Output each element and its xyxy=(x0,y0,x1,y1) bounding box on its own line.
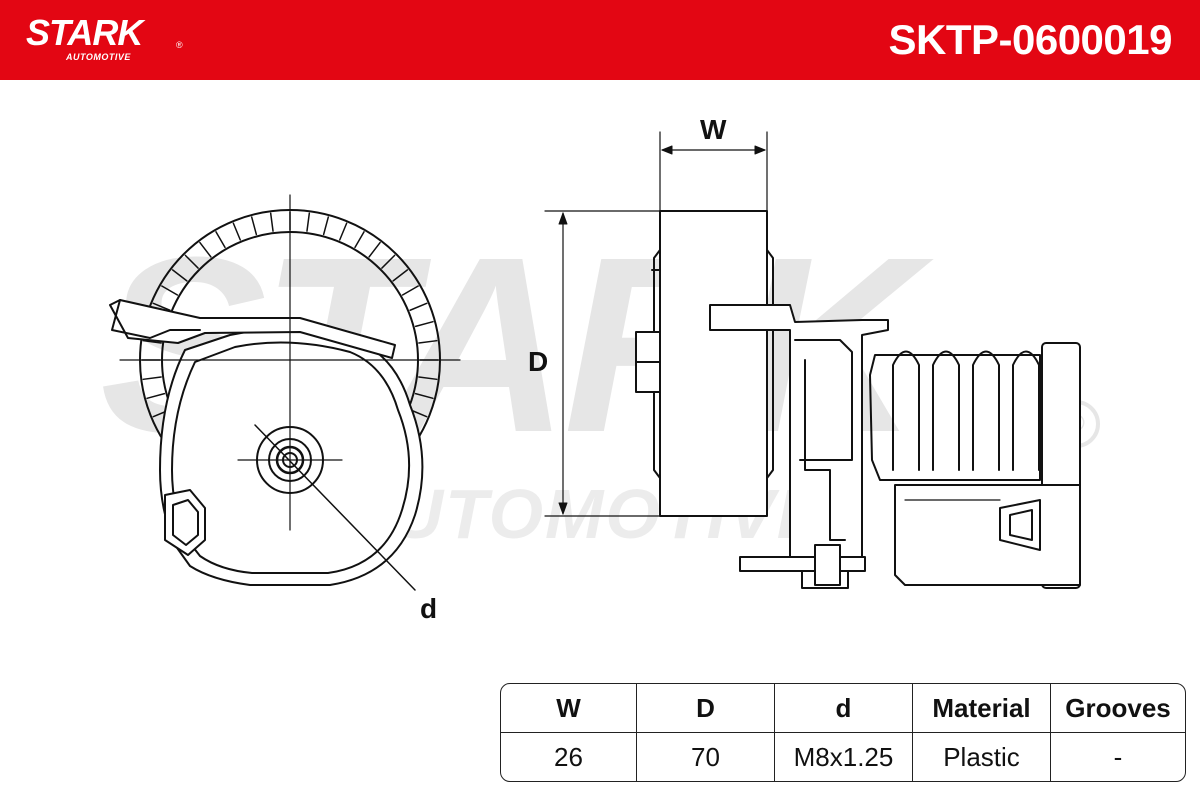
specs-header-row: W D d Material Grooves xyxy=(501,684,1185,733)
brand-logo: STARK ® AUTOMOTIVE xyxy=(26,12,183,63)
pulley-rib xyxy=(401,285,419,296)
pulley-rib xyxy=(414,392,434,400)
brand-registered-mark: ® xyxy=(176,40,183,50)
spring-housing xyxy=(869,354,1041,481)
pulley-rib xyxy=(306,212,311,232)
specs-value-cell: 26 xyxy=(501,733,637,781)
pulley-rib xyxy=(215,231,226,249)
spring-coil xyxy=(932,350,960,471)
pulley-rib xyxy=(354,231,365,249)
specs-table: W D d Material Grooves 26 70 M8x1.25 Pla… xyxy=(500,683,1186,782)
pulley-rib xyxy=(418,339,438,344)
bottom-clip xyxy=(814,544,841,586)
specs-header-cell: d xyxy=(775,684,913,733)
pulley-rib xyxy=(409,302,428,312)
pulley-rib xyxy=(171,269,188,282)
pulley-rib xyxy=(146,392,166,400)
specs-value-cell: Plastic xyxy=(913,733,1051,781)
bolt-dimension-label: d xyxy=(420,593,438,624)
pulley-rib xyxy=(142,339,162,344)
spring-coil xyxy=(892,350,920,471)
arm-web xyxy=(804,359,846,541)
mounting-bracket-inner xyxy=(172,499,199,546)
tensioner-technical-drawing xyxy=(109,131,1081,591)
d-arrow-top xyxy=(558,212,568,225)
pulley-rib xyxy=(232,222,242,241)
pulley-rib xyxy=(392,269,409,282)
specs-header-cell: Grooves xyxy=(1051,684,1185,733)
w-arrow-left xyxy=(661,145,673,155)
tensioner-lever-hook xyxy=(111,299,201,339)
pulley-rib xyxy=(381,254,396,269)
diameter-dimension-label: D xyxy=(528,346,549,377)
arm-detail xyxy=(794,339,853,461)
part-number: SKTP-0600019 xyxy=(888,16,1172,63)
pulley-rib xyxy=(161,285,179,296)
pulley-rib xyxy=(152,302,171,312)
damper-body xyxy=(894,484,1081,586)
specs-header-cell: W xyxy=(501,684,637,733)
pulley-rib xyxy=(368,241,381,258)
pulley-rib xyxy=(142,376,162,381)
damper-lug-inner xyxy=(1009,509,1033,541)
bottom-rod xyxy=(739,556,866,572)
w-arrow-right xyxy=(754,145,766,155)
width-dimension-label: W xyxy=(700,114,727,145)
tensioner-arm-inner xyxy=(171,341,411,574)
specs-header-cell: Material xyxy=(913,684,1051,733)
spring-coil xyxy=(972,350,1000,471)
pulley-rib xyxy=(338,222,348,241)
front-view xyxy=(109,194,461,591)
pulley-rib xyxy=(414,320,434,328)
pulley-profile xyxy=(659,210,768,517)
specs-value-cell: M8x1.25 xyxy=(775,733,913,781)
pulley-rib xyxy=(418,376,438,381)
pulley-rib xyxy=(199,241,212,258)
tensioner-lever xyxy=(109,299,396,359)
tension-spring xyxy=(892,350,1040,471)
pulley-rib xyxy=(184,254,199,269)
specs-value-cell: 70 xyxy=(637,733,775,781)
pulley-flange-right xyxy=(766,249,774,479)
brand-subtitle: AUTOMOTIVE xyxy=(66,52,131,62)
side-view xyxy=(544,131,1081,589)
specs-header-cell: D xyxy=(637,684,775,733)
d-arrow-bottom xyxy=(558,502,568,515)
pulley-rib xyxy=(250,216,258,236)
header-bar: STARK ® AUTOMOTIVE SKTP-0600019 xyxy=(0,0,1200,80)
specs-value-cell: - xyxy=(1113,741,1123,772)
bolt-leader-line xyxy=(254,424,416,591)
spring-coil xyxy=(1012,350,1040,471)
specs-value-row: 26 70 M8x1.25 Plastic - xyxy=(501,733,1185,781)
pulley-rib xyxy=(269,212,274,232)
brand-logo-text: STARK xyxy=(26,12,143,53)
damper-lug xyxy=(999,499,1041,551)
pulley-rib xyxy=(322,216,330,236)
